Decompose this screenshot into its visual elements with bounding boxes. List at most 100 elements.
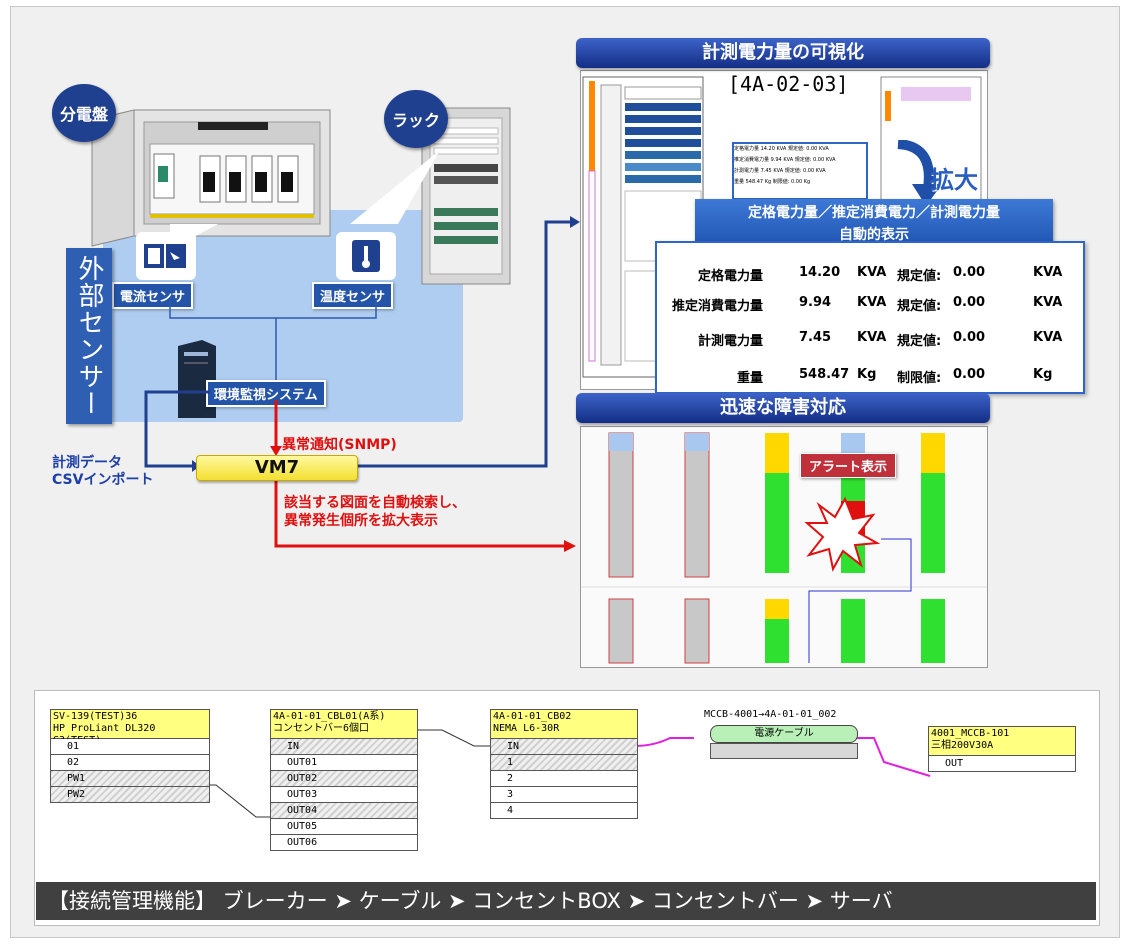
rack-label: ラック [384, 90, 448, 148]
port[interactable]: OUT04 [270, 803, 418, 819]
port[interactable]: OUT [928, 756, 1076, 772]
row-unit: KVA [857, 330, 887, 345]
mini-row-1: 定格電力量 14.20 KVA 規定値: 0.00 KVA [734, 144, 870, 155]
cable-port-bar [710, 743, 858, 759]
row-limit: 0.00 [953, 367, 986, 382]
mini-unit2: Kg [803, 179, 811, 185]
port[interactable]: 4 [490, 803, 638, 819]
power-strip-header: 4A-01-01_CBL01(A系) コンセントバー6個口 [270, 709, 418, 739]
row-limit-label: 規定値: [897, 299, 942, 314]
vm7-box: VM7 [196, 455, 358, 481]
mini-limit: 0.00 [806, 146, 818, 152]
power-row-estimated: 推定消費電力量 9.94 KVA 規定値: 0.00 KVA [657, 295, 1083, 315]
mini-value: 9.94 [770, 157, 782, 163]
row-limit-label: 制限値: [897, 371, 942, 386]
row-label: 定格電力量 [697, 269, 763, 284]
env-system-label: 環境監視システム [206, 380, 326, 407]
port[interactable]: IN [270, 739, 418, 755]
fault-title: 迅速な障害対応 [576, 393, 990, 423]
port[interactable]: OUT02 [270, 771, 418, 787]
csv-import-line2: CSVインポート [52, 472, 154, 488]
strip-model: コンセントバー6個口 [273, 723, 370, 734]
row-unit2: Kg [1033, 367, 1053, 382]
row-value: 9.94 [799, 295, 832, 310]
mini-value: 7.45 [760, 168, 772, 174]
box-id: 4A-01-01_CB02 [493, 711, 572, 722]
mini-power-table: 定格電力量 14.20 KVA 規定値: 0.00 KVA 推定消費電力量 9.… [734, 144, 870, 188]
row-unit2: KVA [1033, 265, 1063, 280]
mini-limit: 0.00 [813, 157, 825, 163]
power-strip-node[interactable]: 4A-01-01_CBL01(A系) コンセントバー6個口 IN OUT01 O… [270, 709, 418, 851]
port[interactable]: OUT01 [270, 755, 418, 771]
strip-id: 4A-01-01_CBL01(A系) [273, 711, 386, 722]
power-row-rated: 定格電力量 14.20 KVA 規定値: 0.00 KVA [657, 265, 1083, 285]
external-sensor-label: 外部センサー [66, 248, 112, 424]
current-sensor-label: 電流センサ [112, 282, 194, 309]
mini-row-3: 計測電力量 7.45 KVA 規定値: 0.00 KVA [734, 166, 870, 177]
row-limit-label: 規定値: [897, 334, 942, 349]
rack-code: [4A-02-03] [728, 72, 849, 96]
row-label: 推定消費電力量 [671, 299, 763, 314]
port[interactable]: 1 [490, 755, 638, 771]
port[interactable]: 01 [50, 739, 210, 755]
row-value: 7.45 [799, 330, 832, 345]
port[interactable]: 2 [490, 771, 638, 787]
mini-label: 重量 [734, 179, 745, 185]
mini-label: 計測電力量 [734, 168, 760, 174]
distribution-board-illustration [91, 109, 331, 247]
port[interactable]: 02 [50, 755, 210, 771]
mini-value: 548.47 [745, 179, 764, 185]
mini-limit-label: 制限値: [772, 179, 790, 185]
fault-view-panel [580, 426, 988, 668]
viz-title: 計測電力量の可視化 [576, 38, 990, 68]
row-unit: Kg [857, 367, 877, 382]
mini-unit: KVA [783, 157, 794, 163]
server-node-header: SV-139(TEST)36 HP ProLiant DL320 G3(TEST… [50, 709, 210, 746]
mini-row-2: 推定消費電力量 9.94 KVA 規定値: 0.00 KVA [734, 155, 870, 166]
power-cable[interactable]: 電源ケーブル [710, 725, 858, 743]
distribution-board-label: 分電盤 [52, 84, 116, 142]
port[interactable]: PW1 [50, 771, 210, 787]
breaker-model: 三相200V30A [931, 740, 994, 751]
port[interactable]: OUT03 [270, 787, 418, 803]
row-unit2: KVA [1033, 330, 1063, 345]
port[interactable]: OUT05 [270, 819, 418, 835]
row-value: 548.47 [799, 367, 850, 382]
mini-unit2: KVA [818, 146, 829, 152]
breaker-id: 4001_MCCB-101 [931, 728, 1010, 739]
mini-unit2: KVA [815, 168, 826, 174]
mini-unit: KVA [773, 168, 784, 174]
mini-unit: Kg [764, 179, 772, 185]
server-node[interactable]: SV-139(TEST)36 HP ProLiant DL320 G3(TEST… [50, 709, 210, 803]
port[interactable]: 3 [490, 787, 638, 803]
band-line1: 定格電力量／推定消費電力／計測電力量 [748, 205, 1000, 221]
port[interactable]: OUT06 [270, 835, 418, 851]
outlet-box-node[interactable]: 4A-01-01_CB02 NEMA L6-30R IN 1 2 3 4 [490, 709, 638, 819]
row-label: 計測電力量 [697, 334, 763, 349]
auto-search-line1: 該当する図面を自動検索し、 [284, 495, 466, 511]
cable-caption: MCCB-4001→4A-01-01_002 [704, 709, 837, 720]
outlet-box-header: 4A-01-01_CB02 NEMA L6-30R [490, 709, 638, 739]
port[interactable]: PW2 [50, 787, 210, 803]
row-limit-label: 規定値: [897, 269, 942, 284]
port[interactable]: IN [490, 739, 638, 755]
row-value: 14.20 [799, 265, 841, 280]
snmp-alert-text: 異常通知(SNMP) [282, 437, 397, 453]
server-id: SV-139(TEST)36 [53, 711, 138, 722]
mini-limit: 0.00 [791, 179, 803, 185]
power-row-weight: 重量 548.47 Kg 制限値: 0.00 Kg [657, 367, 1083, 387]
row-unit: KVA [857, 295, 887, 310]
box-model: NEMA L6-30R [493, 723, 560, 734]
row-limit: 0.00 [953, 330, 986, 345]
mini-unit: KVA [776, 146, 787, 152]
power-row-measured: 計測電力量 7.45 KVA 規定値: 0.00 KVA [657, 330, 1083, 350]
mini-value: 14.20 [760, 146, 775, 152]
breaker-node[interactable]: 4001_MCCB-101 三相200V30A OUT [928, 726, 1076, 772]
mini-limit-label: 規定値: [794, 157, 812, 163]
auto-search-line2: 異常発生個所を拡大表示 [284, 513, 438, 529]
connection-footer: 【接続管理機能】 ブレーカー ➤ ケーブル ➤ コンセントBOX ➤ コンセント… [36, 882, 1096, 920]
zoom-arrow-icon [897, 140, 942, 206]
mini-label: 定格電力量 [734, 146, 760, 152]
mini-label: 推定消費電力量 [734, 157, 770, 163]
mini-limit: 0.00 [803, 168, 815, 174]
